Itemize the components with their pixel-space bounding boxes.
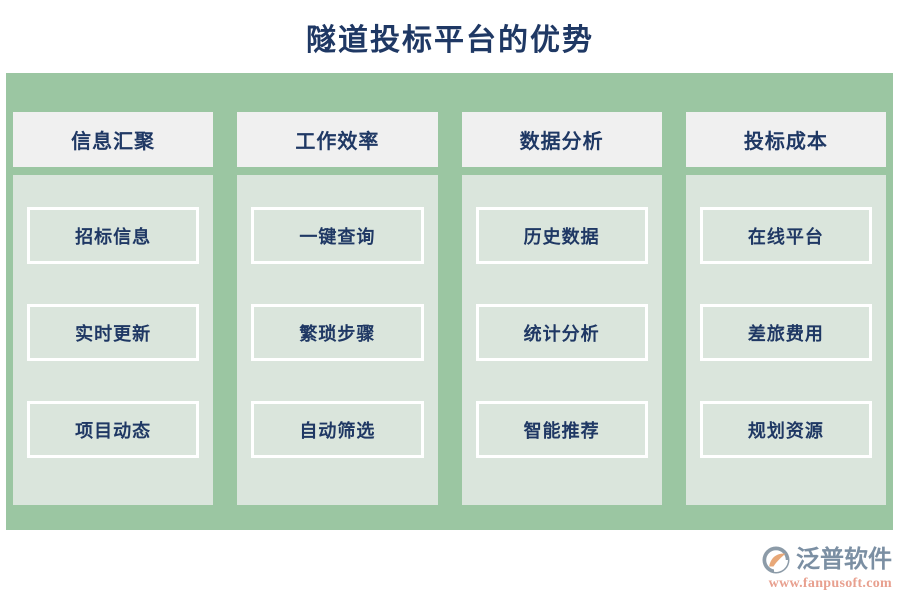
column-2-cell-1: 一键查询	[251, 207, 424, 264]
column-body-2: 一键查询 繁琐步骤 自动筛选	[237, 175, 438, 505]
fanpu-swoosh-logo-icon	[761, 545, 791, 575]
column-1-cell-2: 实时更新	[27, 304, 200, 361]
column-data-analysis: 数据分析 历史数据 统计分析 智能推荐	[461, 112, 662, 505]
column-header-1: 信息汇聚	[13, 112, 214, 167]
column-work-efficiency: 工作效率 一键查询 繁琐步骤 自动筛选	[237, 112, 438, 505]
page-title: 隧道投标平台的优势	[306, 23, 594, 57]
logo-row: 泛普软件	[761, 545, 892, 575]
column-body-1: 招标信息 实时更新 项目动态	[13, 175, 214, 505]
logo-brand-text: 泛普软件	[796, 545, 892, 573]
column-2-cell-3: 自动筛选	[251, 401, 424, 458]
column-3-cell-1: 历史数据	[475, 207, 648, 264]
column-body-3: 历史数据 统计分析 智能推荐	[461, 175, 662, 505]
column-header-4: 投标成本	[685, 112, 886, 167]
column-4-cell-1: 在线平台	[699, 207, 872, 264]
column-info-aggregation: 信息汇聚 招标信息 实时更新 项目动态	[13, 112, 214, 505]
column-header-2: 工作效率	[237, 112, 438, 167]
column-1-cell-1: 招标信息	[27, 207, 200, 264]
column-3-cell-3: 智能推荐	[475, 401, 648, 458]
column-header-3: 数据分析	[461, 112, 662, 167]
brand-logo: 泛普软件 www.fanpusoft.com	[747, 544, 892, 592]
column-2-cell-2: 繁琐步骤	[251, 304, 424, 361]
column-3-cell-2: 统计分析	[475, 304, 648, 361]
column-4-cell-2: 差旅费用	[699, 304, 872, 361]
column-bidding-cost: 投标成本 在线平台 差旅费用 规划资源	[685, 112, 886, 505]
column-4-cell-3: 规划资源	[699, 401, 872, 458]
column-body-4: 在线平台 差旅费用 规划资源	[685, 175, 886, 505]
logo-url-text: www.fanpusoft.com	[768, 575, 892, 591]
column-1-cell-3: 项目动态	[27, 401, 200, 458]
columns-container: 信息汇聚 招标信息 实时更新 项目动态 工作效率 一键查询 繁琐步骤 自动筛选 …	[13, 112, 886, 505]
